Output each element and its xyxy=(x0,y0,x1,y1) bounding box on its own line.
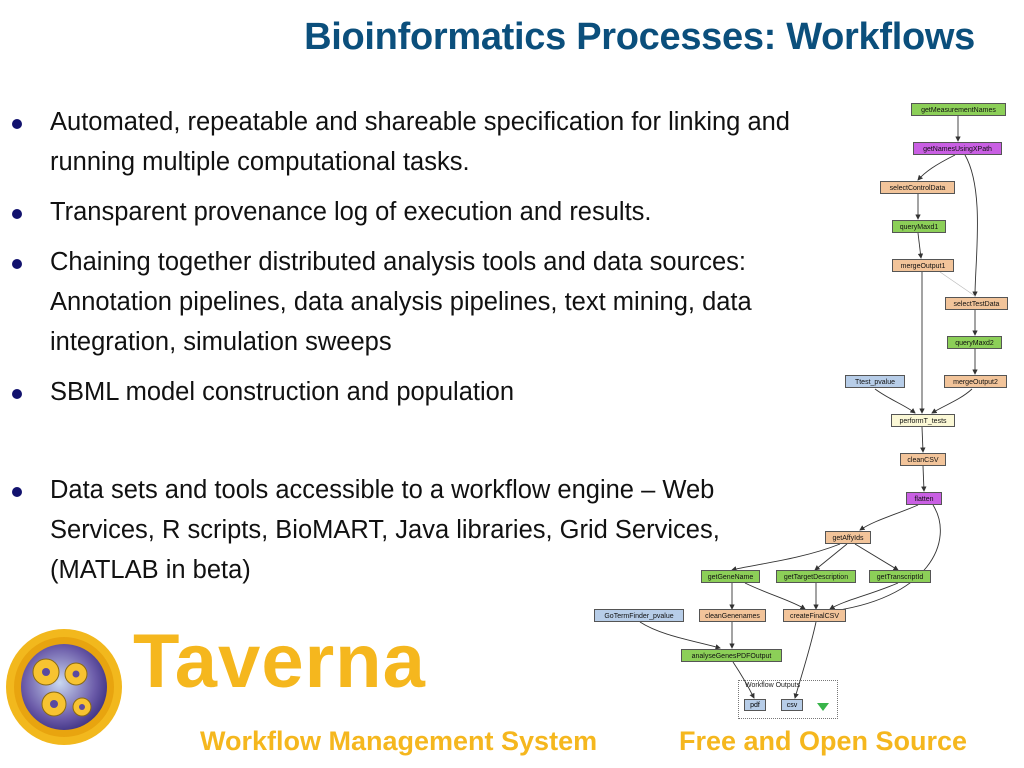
bullet-icon xyxy=(12,119,22,129)
bullet-item: SBML model construction and population xyxy=(10,372,810,412)
workflow-node-getnamesusingxpath: getNamesUsingXPath xyxy=(913,142,1002,155)
workflow-node-querymaxd2: queryMaxd2 xyxy=(947,336,1002,349)
workflow-node-analysegenespdfoutput: analyseGenesPDFOutput xyxy=(681,649,782,662)
workflow-node-getaffyids: getAffyIds xyxy=(825,531,871,544)
workflow-node-cleangenenames: cleanGenenames xyxy=(699,609,766,622)
taverna-wordmark: Taverna xyxy=(133,619,426,704)
workflow-outputs-label: Workflow Outputs xyxy=(745,682,801,689)
bullet-icon xyxy=(12,209,22,219)
bullet-item: Transparent provenance log of execution … xyxy=(10,192,810,232)
workflow-node-mergeoutput2: mergeOutput2 xyxy=(944,375,1007,388)
workflow-node-ttest-pvalue: Ttest_pvalue xyxy=(845,375,905,388)
workflow-output-csv: csv xyxy=(781,699,803,711)
bullet-item: Automated, repeatable and shareable spec… xyxy=(10,102,810,182)
workflow-node-gotermfinder-pvalue: GoTermFinder_pvalue xyxy=(594,609,684,622)
workflow-node-getmeasurementnames: getMeasurementNames xyxy=(911,103,1006,116)
tagline-free-open-source: Free and Open Source xyxy=(679,726,968,756)
workflow-node-performt-tests: performT_tests xyxy=(891,414,955,427)
workflow-outputs-box xyxy=(738,680,838,719)
workflow-output-pdf: pdf xyxy=(744,699,766,711)
workflow-node-flatten: flatten xyxy=(906,492,942,505)
bullet-icon xyxy=(12,259,22,269)
tagline-workflow-management: Workflow Management System xyxy=(200,726,598,756)
taverna-logo-icon xyxy=(6,629,122,745)
bullet-icon xyxy=(12,487,22,497)
bullet-item: Chaining together distributed analysis t… xyxy=(10,242,810,362)
bullet-item: Data sets and tools accessible to a work… xyxy=(10,470,810,590)
bullet-list: Automated, repeatable and shareable spec… xyxy=(10,102,810,590)
workflow-node-getgenename: getGeneName xyxy=(701,570,760,583)
workflow-node-mergeoutput1: mergeOutput1 xyxy=(892,259,954,272)
workflow-node-selecttestdata: selectTestData xyxy=(945,297,1008,310)
page-title: Bioinformatics Processes: Workflows xyxy=(304,16,975,58)
workflow-node-gettargetdescription: getTargetDescription xyxy=(776,570,856,583)
expand-triangle-icon xyxy=(817,703,829,711)
workflow-node-selectcontroldata: selectControlData xyxy=(880,181,955,194)
bullet-icon xyxy=(12,389,22,399)
workflow-node-querymaxd1: queryMaxd1 xyxy=(892,220,946,233)
workflow-node-cleancsv: cleanCSV xyxy=(900,453,946,466)
workflow-node-gettranscriptid: getTranscriptId xyxy=(869,570,931,583)
workflow-node-createfinalcsv: createFinalCSV xyxy=(783,609,846,622)
